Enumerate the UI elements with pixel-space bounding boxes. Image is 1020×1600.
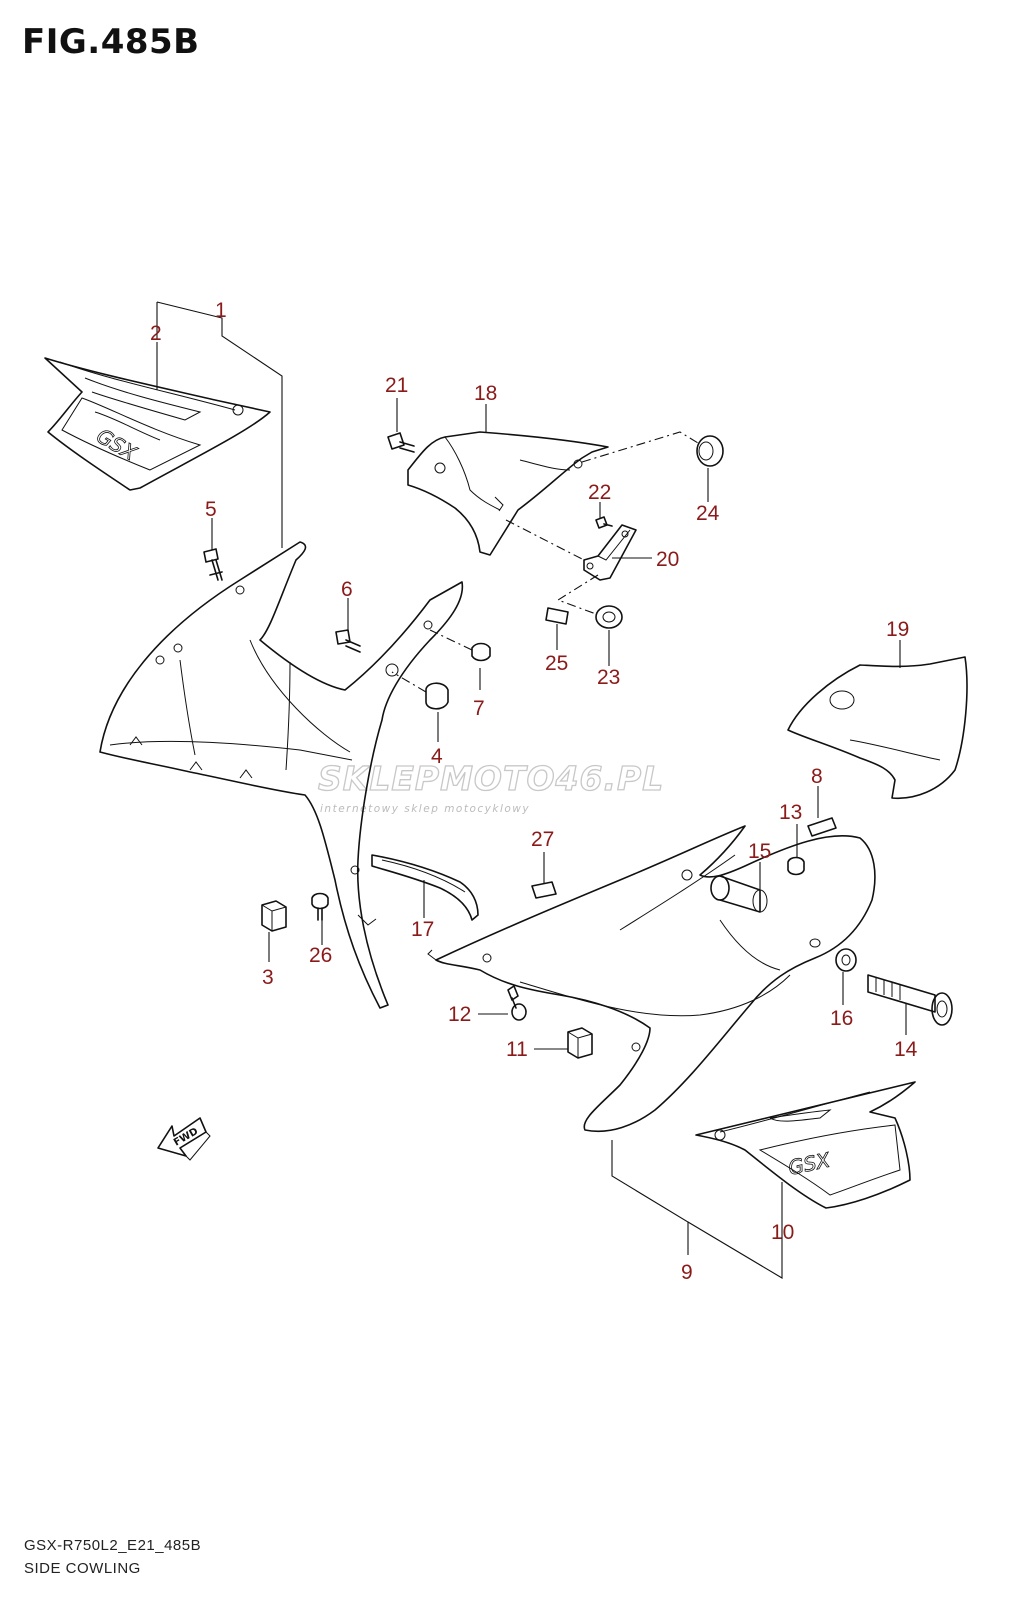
callout-1[interactable]: 1 — [215, 299, 227, 322]
callout-19[interactable]: 19 — [886, 618, 909, 641]
part-8-pad[interactable] — [807, 817, 837, 837]
part-20-bracket[interactable] — [505, 519, 637, 581]
model-code: GSX-R750L2_E21_485B — [24, 1537, 202, 1554]
part-25-pad[interactable] — [545, 607, 569, 625]
part-18-inner-panel[interactable] — [407, 431, 609, 556]
svg-text:GSX: GSX — [786, 1147, 833, 1179]
callout-2[interactable]: 2 — [150, 322, 162, 345]
watermark: SKLEPMOTO46.PL internetowy sklep motocyk… — [317, 758, 664, 815]
section-name: SIDE COWLING — [24, 1560, 141, 1577]
part-11-clip[interactable] — [567, 1027, 593, 1059]
watermark-tagline: internetowy sklep motocyklowy — [320, 803, 530, 815]
part-23-grommet[interactable] — [556, 574, 623, 629]
figure-title: FIG.485B — [22, 22, 200, 62]
part-9-lower-side-cowling[interactable] — [427, 825, 876, 1133]
callout-14[interactable]: 14 — [894, 1038, 918, 1061]
callout-numbers: 1 2 3 4 5 6 7 8 9 10 11 12 13 14 15 16 1… — [150, 299, 918, 1284]
callout-20[interactable]: 20 — [656, 548, 679, 571]
callout-8[interactable]: 8 — [811, 765, 823, 788]
part-15-collar[interactable] — [710, 875, 768, 913]
part-17-rubber-strip[interactable] — [371, 854, 479, 921]
watermark-name: SKLEPMOTO46.PL — [318, 759, 664, 798]
part-14-bolt[interactable] — [867, 974, 953, 1026]
callout-26[interactable]: 26 — [309, 944, 332, 967]
part-7-nut[interactable] — [429, 629, 491, 662]
part-10-decal-lower[interactable]: GSX — [695, 1081, 916, 1209]
part-26-screw[interactable] — [311, 892, 329, 921]
callout-3[interactable]: 3 — [262, 966, 274, 989]
callout-21[interactable]: 21 — [385, 374, 408, 397]
part-24-grommet[interactable] — [581, 431, 724, 467]
callout-24[interactable]: 24 — [696, 502, 720, 525]
callout-18[interactable]: 18 — [474, 382, 497, 405]
callout-11[interactable]: 11 — [506, 1038, 528, 1061]
callout-16[interactable]: 16 — [830, 1007, 853, 1030]
callout-27[interactable]: 27 — [531, 828, 554, 851]
leader-lines — [156, 301, 907, 1279]
callout-6[interactable]: 6 — [341, 578, 353, 601]
part-27-pad[interactable] — [531, 881, 557, 899]
part-21-screw[interactable] — [387, 432, 415, 453]
callout-17[interactable]: 17 — [411, 918, 434, 941]
part-16-washer[interactable] — [835, 948, 857, 972]
callout-5[interactable]: 5 — [205, 498, 217, 521]
callout-10[interactable]: 10 — [771, 1221, 794, 1244]
callout-22[interactable]: 22 — [588, 481, 611, 504]
part-13-nut[interactable] — [787, 856, 805, 876]
part-1-front-side-cowling[interactable] — [99, 541, 464, 1009]
part-12-screw[interactable] — [507, 985, 527, 1021]
part-5-screw[interactable] — [203, 548, 223, 581]
svg-text:GSX: GSX — [93, 424, 142, 466]
part-19-cover[interactable] — [787, 656, 968, 800]
fwd-arrow-icon: FWD — [157, 1117, 211, 1161]
callout-25[interactable]: 25 — [545, 652, 568, 675]
part-6-screw[interactable] — [335, 629, 361, 653]
callout-12[interactable]: 12 — [448, 1003, 471, 1026]
callout-7[interactable]: 7 — [473, 697, 485, 720]
callout-13[interactable]: 13 — [779, 801, 802, 824]
callout-9[interactable]: 9 — [681, 1261, 693, 1284]
part-22-screw[interactable] — [595, 516, 613, 529]
callout-15[interactable]: 15 — [748, 840, 771, 863]
fwd-label: FWD — [172, 1126, 200, 1149]
callout-23[interactable]: 23 — [597, 666, 620, 689]
part-3-clip[interactable] — [261, 900, 287, 932]
part-4-grommet[interactable] — [391, 671, 449, 710]
callout-4[interactable]: 4 — [431, 745, 443, 768]
